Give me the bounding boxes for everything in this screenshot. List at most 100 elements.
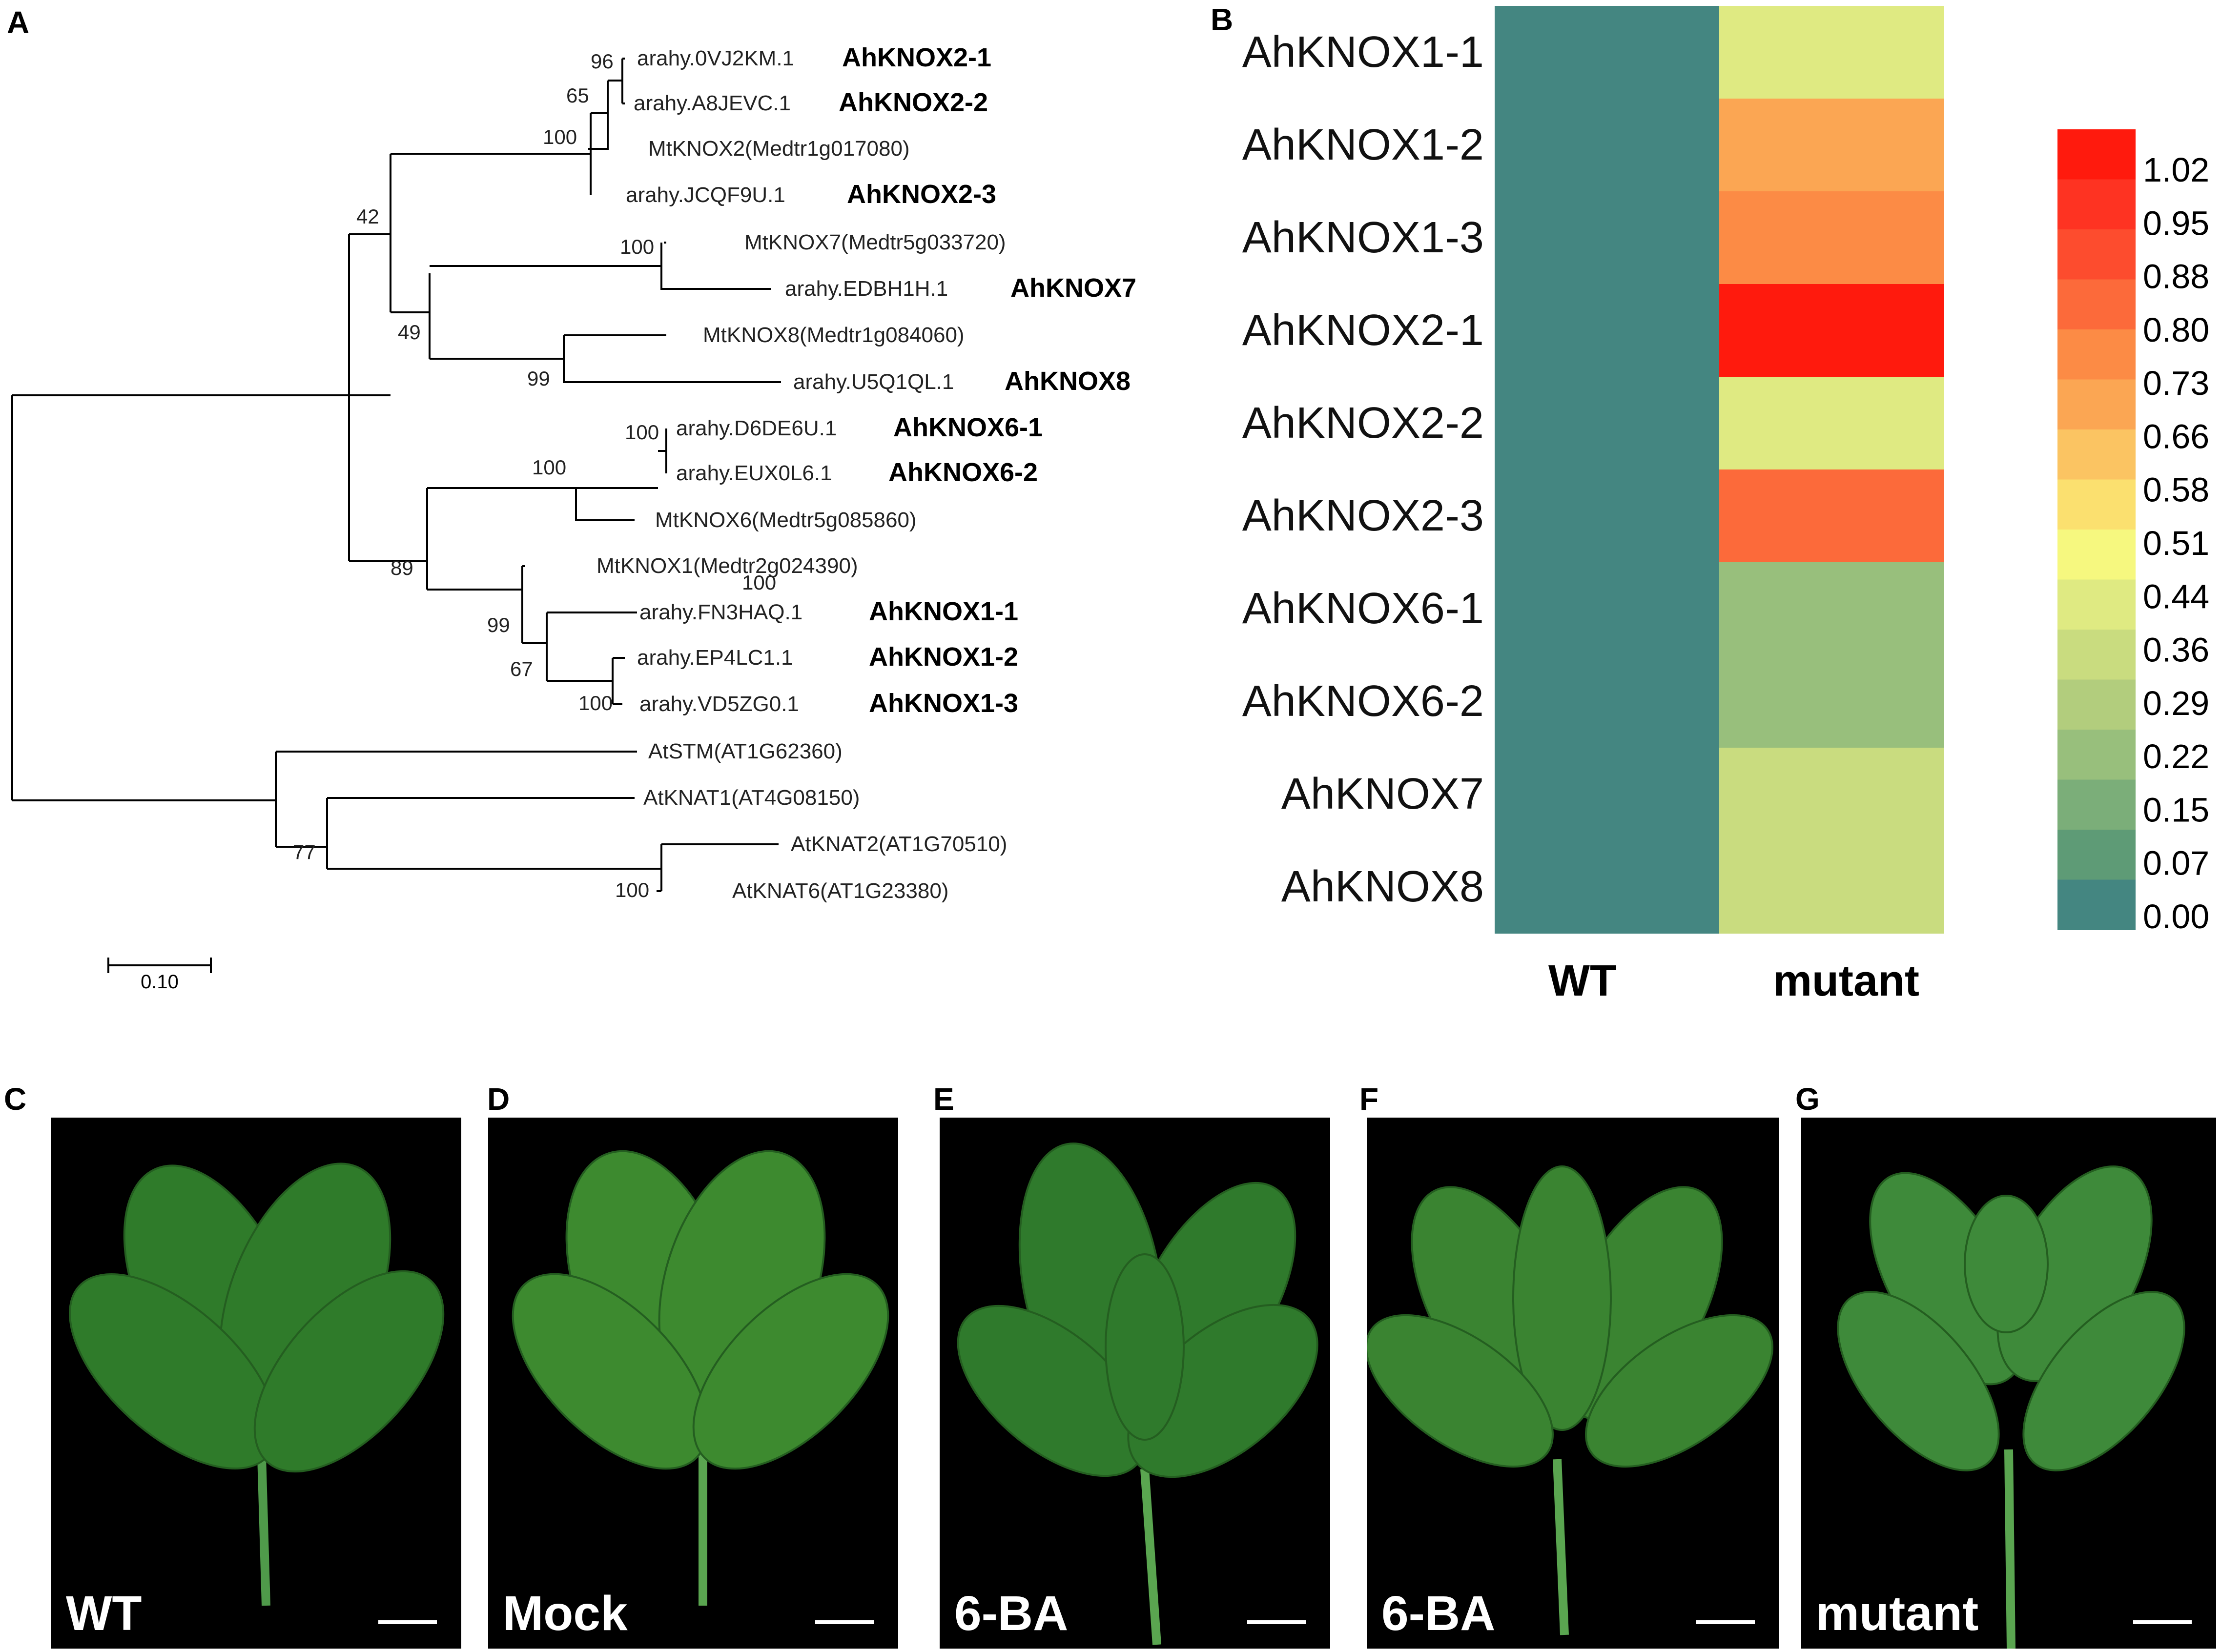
legend-tick-label: 0.58 xyxy=(2143,471,2209,509)
panel-label-a: A xyxy=(7,5,30,40)
heatmap-cell xyxy=(1719,377,1944,470)
heatmap-cell xyxy=(1495,6,1720,99)
tree-gene-name: AhKNOX2-1 xyxy=(842,43,991,72)
legend-tick-label: 0.00 xyxy=(2143,897,2209,936)
heatmap-cell xyxy=(1495,377,1720,470)
legend-tick-label: 0.15 xyxy=(2143,791,2209,829)
bootstrap-value: 89 xyxy=(391,556,413,579)
legend-swatch xyxy=(2057,679,2136,730)
bootstrap-value: 100 xyxy=(615,878,649,901)
heatmap-color-legend xyxy=(2057,129,2136,930)
legend-tick-label: 0.66 xyxy=(2143,417,2209,455)
legend-swatch xyxy=(2057,479,2136,530)
tree-leaf-label: AtKNAT2(AT1G70510) xyxy=(791,832,1007,856)
heatmap-row-labels: AhKNOX1-1AhKNOX1-2AhKNOX1-3AhKNOX2-1AhKN… xyxy=(1242,28,1484,911)
heatmap-cells xyxy=(1495,6,1944,934)
tree-branches xyxy=(11,58,781,892)
tree-gene-name: AhKNOX1-3 xyxy=(869,689,1018,718)
bootstrap-value: 100 xyxy=(532,456,566,479)
heatmap-row-label: AhKNOX7 xyxy=(1281,770,1484,818)
bootstrap-value: 100 xyxy=(543,125,577,148)
bootstrap-value: 67 xyxy=(510,657,533,680)
petiole xyxy=(1140,1468,1161,1645)
tree-leaf-label: MtKNOX1(Medtr2g024390) xyxy=(596,554,858,578)
tree-leaf-label: arahy.D6DE6U.1 xyxy=(676,416,837,440)
leaflet xyxy=(1105,1253,1185,1441)
bootstrap-value: 96 xyxy=(591,50,614,73)
legend-tick-label: 0.29 xyxy=(2143,684,2209,722)
heatmap-row-label: AhKNOX2-2 xyxy=(1242,399,1484,448)
heatmap-legend-ticks: 1.020.950.880.800.730.660.580.510.440.36… xyxy=(2143,151,2209,936)
heatmap-cell xyxy=(1495,469,1720,563)
tree-gene-name: AhKNOX2-2 xyxy=(839,88,988,117)
tree-leaf-label: arahy.A8JEVC.1 xyxy=(634,91,791,115)
leaf-illustration xyxy=(69,1163,445,1606)
tree-leaf-label: MtKNOX8(Medtr1g084060) xyxy=(703,323,965,347)
legend-swatch xyxy=(2057,730,2136,780)
tree-scale-bar: 0.10 xyxy=(107,958,212,993)
leaflet xyxy=(1585,1314,1773,1468)
legend-swatch xyxy=(2057,579,2136,630)
heatmap-cell xyxy=(1495,840,1720,934)
legend-tick-label: 0.51 xyxy=(2143,524,2209,562)
legend-tick-label: 0.73 xyxy=(2143,364,2209,402)
legend-tick-label: 0.44 xyxy=(2143,577,2209,615)
panel-label-b: B xyxy=(1211,2,1234,37)
tree-branch xyxy=(660,243,771,290)
tree-leaf-label: MtKNOX2(Medtr1g017080) xyxy=(648,137,910,161)
photo-mock: Mock xyxy=(488,1118,898,1649)
panel-label-g: G xyxy=(1795,1081,1820,1117)
bootstrap-value: 100 xyxy=(742,571,776,594)
heatmap-row-label: AhKNOX1-3 xyxy=(1242,213,1484,262)
photo-caption-mutant: mutant xyxy=(1816,1586,1979,1641)
petiole xyxy=(2004,1449,2015,1649)
leaflet xyxy=(1837,1291,2000,1471)
tree-leaf-label: arahy.FN3HAQ.1 xyxy=(639,600,802,624)
photo-wt: WT xyxy=(51,1118,461,1649)
photo-scale-bar xyxy=(815,1620,874,1624)
tree-leaf-label: arahy.VD5ZG0.1 xyxy=(639,692,799,716)
tree-gene-name: AhKNOX2-3 xyxy=(847,180,996,209)
tree-gene-name: AhKNOX7 xyxy=(1010,273,1136,303)
photo-caption-wt: WT xyxy=(66,1586,142,1641)
photo-caption-6ba-1: 6-BA xyxy=(954,1586,1069,1641)
legend-swatch xyxy=(2057,429,2136,480)
heatmap-cell xyxy=(1719,99,1944,192)
heatmap-row-label: AhKNOX8 xyxy=(1281,862,1484,911)
leaf-illustration xyxy=(512,1150,889,1606)
legend-tick-label: 0.07 xyxy=(2143,844,2209,882)
leaflet xyxy=(1964,1195,2049,1333)
legend-swatch xyxy=(2057,179,2136,230)
tree-leaf-label: MtKNOX7(Medtr5g033720) xyxy=(744,230,1006,254)
tree-leaf-label: AtSTM(AT1G62360) xyxy=(648,739,843,763)
bootstrap-value: 42 xyxy=(356,205,379,228)
legend-swatch xyxy=(2057,830,2136,880)
bootstrap-value: 77 xyxy=(293,840,316,863)
tree-gene-name: AhKNOX1-2 xyxy=(869,642,1018,672)
heatmap-cell xyxy=(1719,191,1944,285)
tree-branch xyxy=(575,488,635,521)
photo-scale-bar xyxy=(1696,1620,1755,1624)
bootstrap-value: 100 xyxy=(578,692,613,714)
legend-swatch xyxy=(2057,229,2136,280)
heatmap-column-label: WT xyxy=(1548,957,1617,1005)
tree-leaf-label: AtKNAT1(AT4G08150) xyxy=(643,786,860,810)
petiole xyxy=(257,1439,270,1606)
heatmap-cell xyxy=(1719,469,1944,563)
heatmap-cell xyxy=(1495,655,1720,748)
photo-6ba-1: 6-BA xyxy=(940,1118,1330,1649)
bootstrap-value: 99 xyxy=(527,367,550,390)
photo-6ba-2: 6-BA xyxy=(1367,1118,1779,1649)
leaf-illustration xyxy=(1837,1165,2185,1649)
legend-tick-label: 0.36 xyxy=(2143,631,2209,669)
heatmap-cell xyxy=(1495,748,1720,841)
bootstrap-value: 100 xyxy=(625,421,659,444)
heatmap-row-label: AhKNOX2-1 xyxy=(1242,306,1484,355)
photo-caption-mock: Mock xyxy=(503,1586,628,1641)
bootstrap-value: 100 xyxy=(620,235,654,258)
legend-tick-label: 0.80 xyxy=(2143,311,2209,349)
leaflet xyxy=(1367,1314,1554,1468)
heatmap-cell xyxy=(1495,191,1720,285)
